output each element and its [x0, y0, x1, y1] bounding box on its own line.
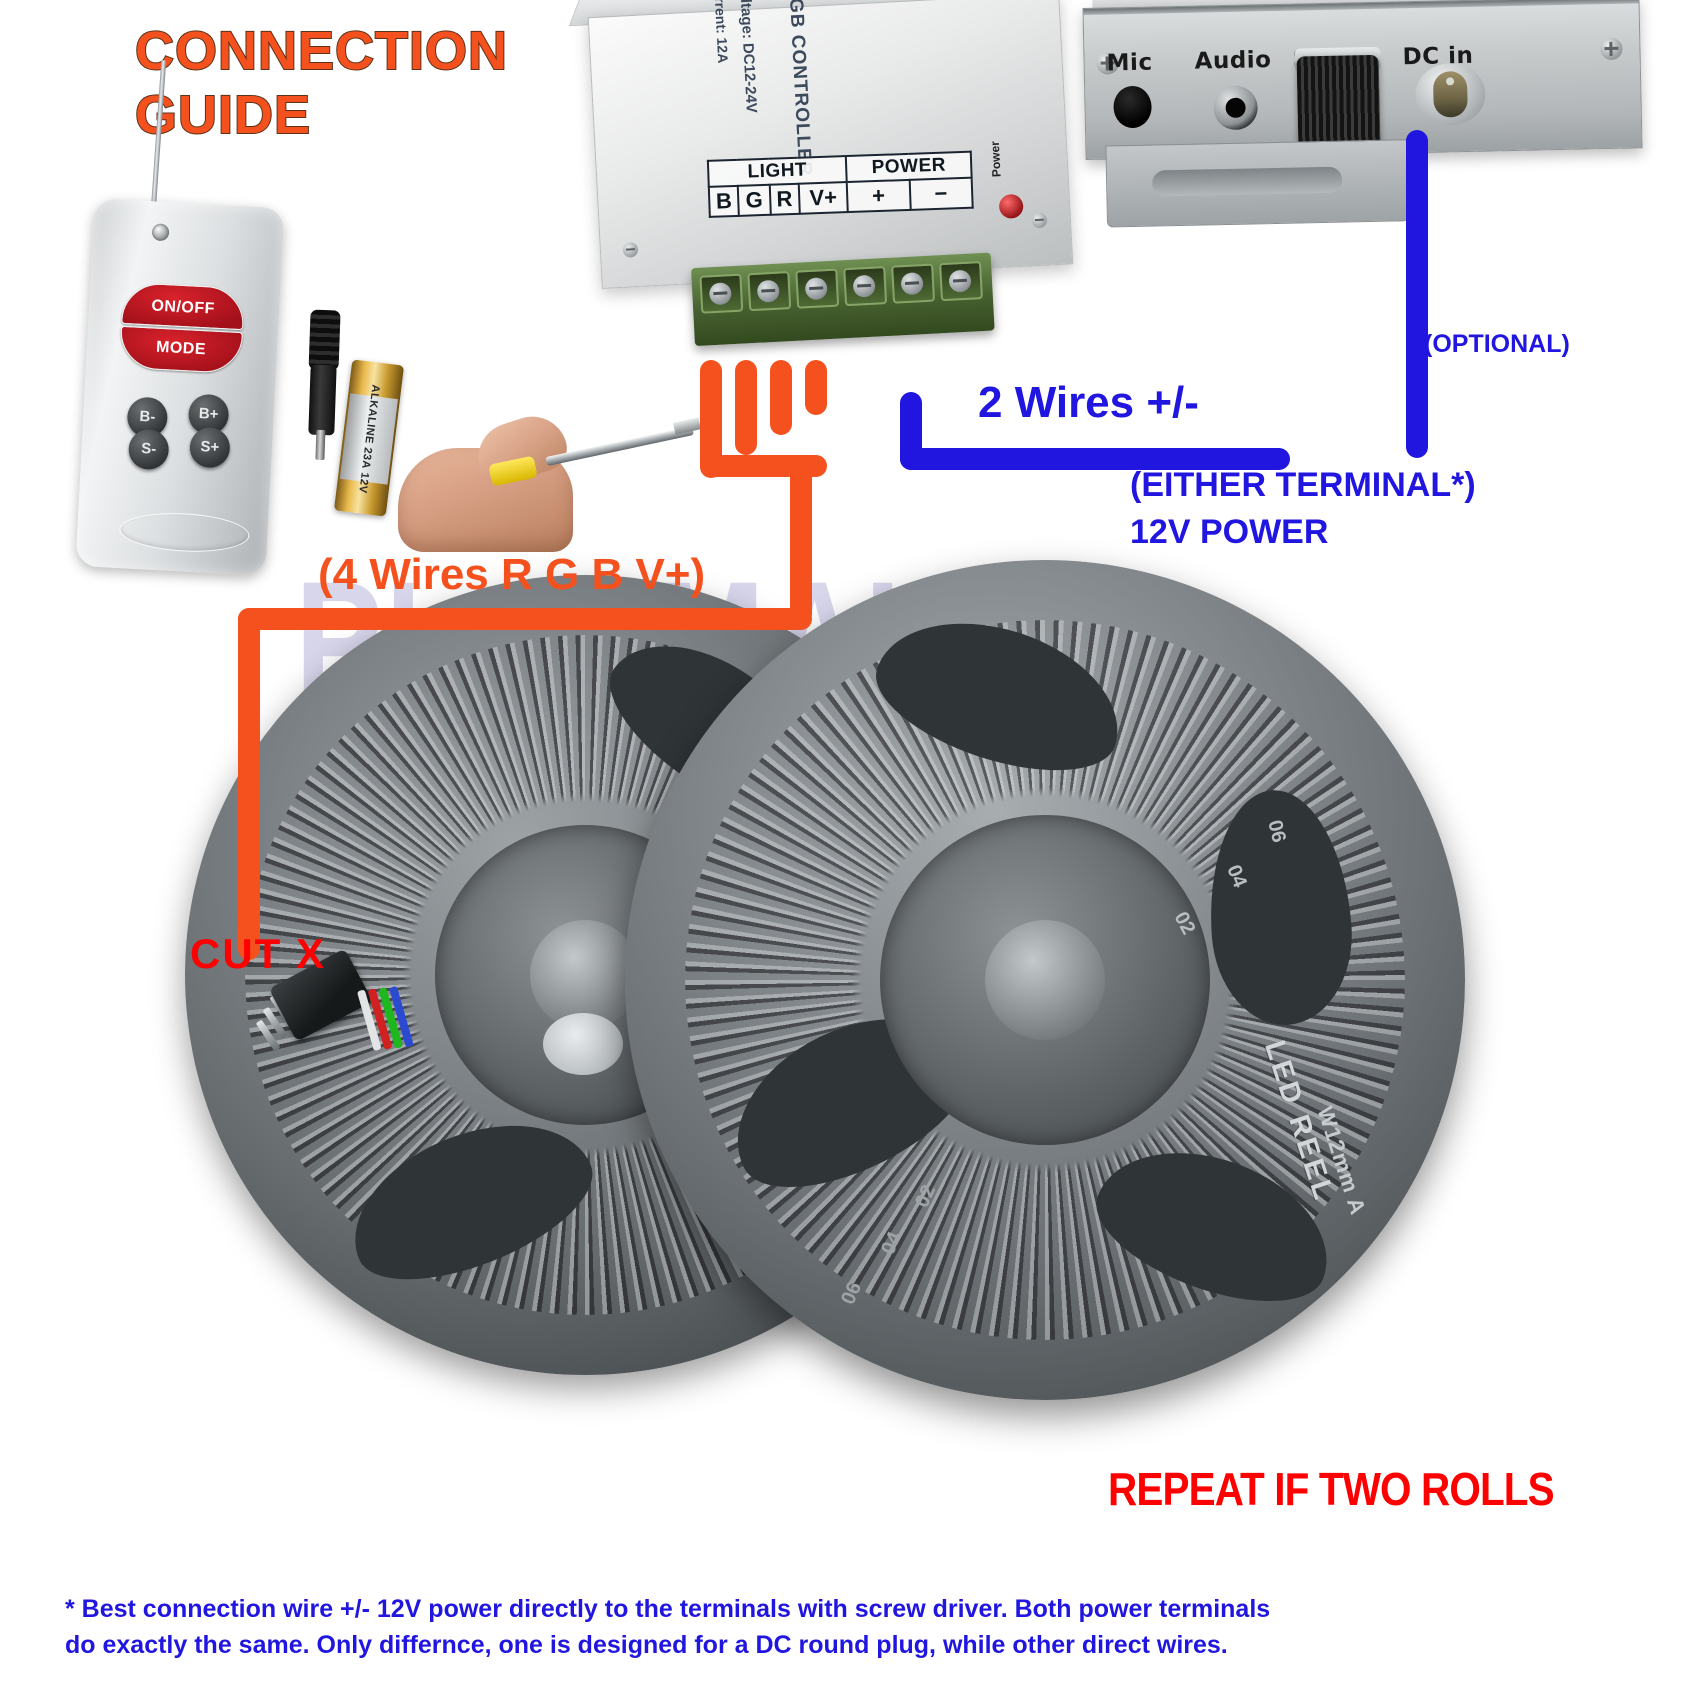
- remote-on-off-button[interactable]: ON/OFF: [121, 281, 246, 331]
- screwdriver-shaft: [545, 426, 694, 467]
- terminal-g: G: [738, 184, 771, 216]
- orange-lead-b: [700, 360, 722, 478]
- controller-model-text: RGB CONTROLLER: [784, 0, 816, 178]
- power-led-label: Power: [987, 140, 1004, 178]
- amplifier-front-panel: Mic Audio Sens DC in: [1082, 0, 1643, 160]
- led-strip-reel-right: 06 04 02 02 04 06 LED REEL W12mm A: [625, 560, 1465, 1400]
- blue-lead-horizontal: [900, 448, 1290, 470]
- terminal-port-vplus[interactable]: [843, 266, 888, 307]
- label-four-wires: (4 Wires R G B V+): [318, 550, 706, 599]
- orange-lead-vplus: [805, 360, 827, 415]
- audio-jack[interactable]: [1213, 85, 1259, 131]
- battery-label-text: ALKALINE 23A 12V: [356, 383, 382, 495]
- footnote-line-1: * Best connection wire +/- 12V power dir…: [65, 1595, 1271, 1623]
- blue-optional-dc-line: [1406, 130, 1428, 458]
- label-cut-mark: CUT X: [190, 930, 326, 977]
- amplifier-screw-right: [1600, 37, 1623, 61]
- label-repeat-rolls: REPEAT IF TWO ROLLS: [1108, 1463, 1555, 1515]
- terminal-b: B: [708, 185, 740, 217]
- remote-speed-down-button[interactable]: S-: [127, 428, 170, 471]
- terminal-port-g[interactable]: [747, 271, 792, 312]
- remote-body: ON/OFF MODE B- B+ S- S+: [75, 198, 285, 576]
- remote-mode-button[interactable]: MODE: [118, 325, 243, 375]
- controller-current-text: Max Current: 12A: [709, 0, 732, 64]
- footnote: * Best connection wire +/- 12V power dir…: [65, 1592, 1465, 1663]
- plug-strain-relief: [308, 309, 341, 371]
- power-led: [998, 193, 1024, 219]
- orange-lead-r: [770, 360, 792, 435]
- label-either-terminal: (EITHER TERMINAL*): [1130, 466, 1476, 504]
- rgb-led-controller: RGB CONTROLLER Input Voltage: DC12-24V M…: [568, 0, 1114, 347]
- terminal-r: R: [769, 183, 800, 215]
- terminal-legend-table: LIGHT POWER B G R V+ + −: [706, 150, 974, 218]
- mic-label: Mic: [1106, 49, 1153, 77]
- label-12v-power: 12V POWER: [1130, 513, 1329, 551]
- reel-left-hub-core: [530, 920, 640, 1030]
- music-sound-controller: Mic Audio Sens DC in: [1082, 0, 1658, 276]
- reel-right-hub: [880, 815, 1210, 1145]
- terminal-power-plus: +: [846, 179, 911, 213]
- label-optional: (OPTIONAL): [1424, 330, 1570, 358]
- orange-lead-g: [735, 360, 757, 455]
- plug-tip: [315, 429, 326, 461]
- terminal-port-power-plus[interactable]: [891, 263, 936, 304]
- reel-left-hub-hole: [543, 1013, 623, 1075]
- audio-label: Audio: [1194, 47, 1272, 75]
- remote-speed-up-button[interactable]: S+: [188, 426, 231, 469]
- controller-screw-left: [622, 241, 639, 258]
- controller-printed-spec: RGB CONTROLLER Input Voltage: DC12-24V M…: [687, 0, 940, 177]
- remote-led-indicator: [151, 223, 170, 242]
- dc-round-plug: [305, 309, 341, 461]
- terminal-port-power-minus[interactable]: [939, 261, 983, 302]
- orange-trunk-down: [790, 455, 812, 625]
- terminal-vplus: V+: [798, 182, 848, 214]
- page-title: CONNECTION GUIDE: [134, 20, 695, 147]
- reel-right-hub-core: [985, 920, 1105, 1040]
- green-terminal-block: [690, 252, 995, 347]
- remote-bottom-oval: [118, 510, 251, 555]
- dc-in-jack[interactable]: [1414, 62, 1487, 127]
- footnote-line-2: do exactly the same. Only differnce, one…: [65, 1630, 1228, 1659]
- terminal-port-b[interactable]: [699, 273, 744, 314]
- mic-hole: [1113, 85, 1153, 129]
- orange-trunk-to-connector: [238, 608, 260, 960]
- plug-barrel: [308, 364, 337, 436]
- screwdriver-in-hand: [398, 402, 701, 552]
- terminal-power-minus: −: [909, 177, 973, 210]
- rf-remote-control: ON/OFF MODE B- B+ S- S+ ALKALINE 23A 12V: [60, 60, 405, 580]
- page-title-line-1: CONNECTION: [134, 20, 508, 82]
- battery-label: ALKALINE 23A 12V: [339, 384, 398, 494]
- terminal-port-r[interactable]: [795, 268, 840, 309]
- label-two-wires: 2 Wires +/-: [978, 378, 1199, 427]
- controller-voltage-text: Input Voltage: DC12-24V: [733, 0, 760, 114]
- controller-screw-right: [1031, 212, 1048, 229]
- amplifier-mount-bracket: [1105, 139, 1410, 228]
- controller-face: RGB CONTROLLER Input Voltage: DC12-24V M…: [587, 0, 1074, 289]
- battery-23a-12v: ALKALINE 23A 12V: [333, 359, 405, 517]
- bracket-slot: [1151, 166, 1343, 197]
- screwdriver-tip: [673, 417, 701, 435]
- orange-trunk-left: [238, 608, 812, 630]
